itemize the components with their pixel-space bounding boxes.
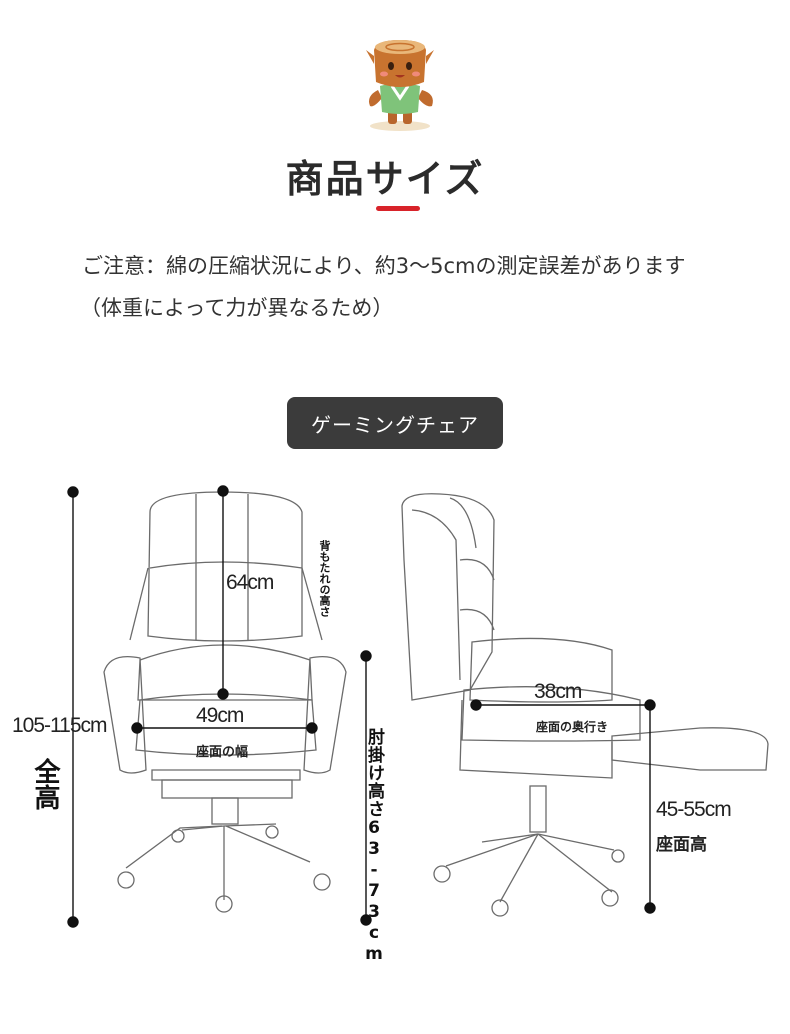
front-chair-drawing bbox=[103, 491, 347, 913]
tree-stump-mascot-icon bbox=[366, 40, 434, 131]
chair-dimension-diagram bbox=[67, 485, 769, 928]
seat-height-value: 45-55cm bbox=[656, 798, 732, 821]
page-title: 商品サイズ bbox=[285, 157, 485, 201]
seat-width-label: 座面の幅 bbox=[196, 745, 249, 760]
total-height-value: 105-115cm bbox=[12, 714, 108, 737]
backrest-height-label: 背もたれの高さ bbox=[318, 540, 331, 617]
product-badge: ゲーミングチェア bbox=[287, 397, 503, 449]
seat-height-label: 座面高 bbox=[656, 835, 707, 855]
backrest-height-value: 64cm bbox=[226, 571, 274, 594]
title-underline bbox=[376, 206, 420, 211]
notice-text: ご注意：綿の圧縮状況により、約3〜5cmの測定誤差があります bbox=[82, 254, 686, 278]
dimension-lines bbox=[67, 485, 656, 928]
seat-depth-label: 座面の奥行き bbox=[536, 720, 609, 734]
total-height-label: 全高 bbox=[30, 758, 60, 810]
seat-depth-value: 38cm bbox=[534, 680, 582, 703]
seat-width-value: 49cm bbox=[196, 704, 244, 727]
notice-subtext: （体重によって力が異なるため） bbox=[80, 296, 394, 320]
armrest-height-label: 肘掛け高さ63-73cm bbox=[364, 728, 384, 965]
side-chair-drawing bbox=[401, 493, 769, 917]
